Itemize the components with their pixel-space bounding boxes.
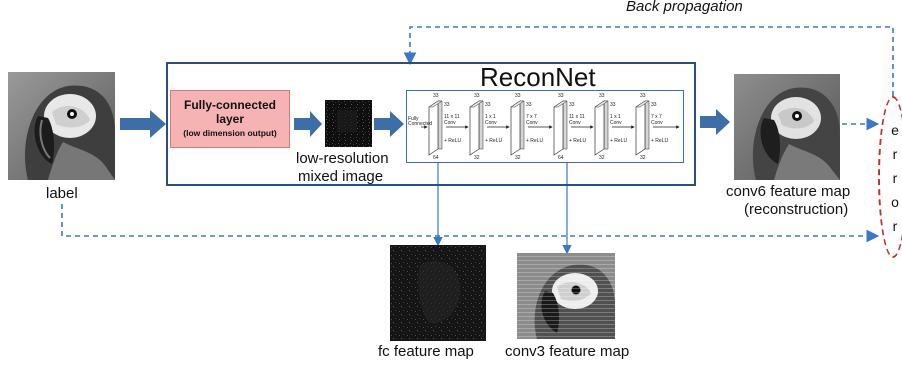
layer-op: Conv xyxy=(610,120,622,126)
reconnet-title: ReconNet xyxy=(480,62,596,92)
arrow-net-to-output xyxy=(700,109,730,135)
network-layer-block xyxy=(594,100,609,156)
layer-size-side: 33 xyxy=(610,102,616,108)
layer-relu: + ReLU xyxy=(444,138,462,144)
layer-kernel: 11 x 11 xyxy=(444,114,460,120)
layer-channels: 64 xyxy=(558,155,564,161)
label-to-error-line xyxy=(61,204,880,243)
network-layer-block xyxy=(428,100,443,156)
layer-kernel: 11 x 11 xyxy=(569,114,585,120)
network-layer-block xyxy=(469,100,484,156)
network-layer-block xyxy=(510,100,525,156)
layer-relu: + ReLU xyxy=(485,138,503,144)
output-label-line1: conv6 feature map xyxy=(726,183,851,200)
layer-relu: + ReLU xyxy=(569,138,587,144)
layer-kernel: 1 x 1 xyxy=(610,114,621,120)
layer-op: Conv xyxy=(526,120,538,126)
back-propagation-label: Back propagation xyxy=(626,0,743,15)
layer-kernel: 7 x 7 xyxy=(526,114,537,120)
fully-connected-layer-box: Fully-connected layer (low dimension out… xyxy=(170,90,290,148)
low-resolution-label-line2: mixed image xyxy=(298,168,384,185)
arrow-fc-to-lowres xyxy=(294,111,322,137)
layer-size-side: 33 xyxy=(651,102,657,108)
arrow-input-to-fc xyxy=(120,110,166,138)
error-letter: r xyxy=(892,170,898,186)
fc-layer-line3: (low dimension output) xyxy=(183,128,277,138)
layer-size-side: 33 xyxy=(526,102,532,108)
layer-size-top: 33 xyxy=(515,93,521,99)
layer-size-top: 33 xyxy=(474,93,480,99)
reconnet-frame xyxy=(166,62,696,186)
network-layer-block xyxy=(553,100,568,156)
layer-size-side: 33 xyxy=(485,102,491,108)
fc-layer-line2: layer xyxy=(215,112,245,126)
fc-feature-map-image xyxy=(390,245,486,341)
network-input-label: Fully Connected xyxy=(408,116,433,127)
layer-op: Conv xyxy=(569,120,581,126)
low-resolution-label-line1: low-resolution xyxy=(296,150,389,167)
layer-relu: + ReLU xyxy=(526,138,544,144)
layer-op: Conv xyxy=(651,120,663,126)
error-letter: e xyxy=(891,122,899,138)
layer-channels: 64 xyxy=(433,155,439,161)
low-resolution-image xyxy=(325,100,372,147)
layer-kernel: 7 x 7 xyxy=(651,114,662,120)
fc-feature-map-label: fc feature map xyxy=(378,343,474,360)
layer-size-top: 33 xyxy=(640,93,646,99)
arrow-lowres-to-net xyxy=(374,111,404,137)
layer-channels: 32 xyxy=(640,155,646,161)
layer-size-top: 33 xyxy=(433,93,439,99)
layer-channels: 32 xyxy=(599,155,605,161)
output-label-line2: (reconstruction) xyxy=(744,201,849,218)
layer-size-side: 33 xyxy=(444,102,450,108)
output-parrot-image xyxy=(734,74,840,180)
layer-kernel: 1 x 1 xyxy=(485,114,496,120)
layer-channels: 32 xyxy=(474,155,480,161)
error-letter: r xyxy=(892,218,898,234)
network-layer-block xyxy=(635,100,650,156)
error-letter: o xyxy=(891,194,899,210)
back-propagation-line xyxy=(403,26,894,96)
fc-layer-line1: Fully-connected xyxy=(183,98,276,112)
layer-relu: + ReLU xyxy=(610,138,628,144)
layer-op: Conv xyxy=(444,120,456,126)
layer-relu: + ReLU xyxy=(651,138,669,144)
layer-size-top: 33 xyxy=(599,93,605,99)
input-parrot-image xyxy=(8,72,115,180)
layer-op: Conv xyxy=(485,120,497,126)
input-label: label xyxy=(46,185,78,202)
conv3-feature-map-label: conv3 feature map xyxy=(505,343,630,360)
error-letter: r xyxy=(892,146,898,162)
layer-size-top: 33 xyxy=(558,93,564,99)
layer-channels: 32 xyxy=(515,155,521,161)
layer-size-side: 33 xyxy=(569,102,575,108)
conv3-feature-map-image xyxy=(517,253,615,339)
